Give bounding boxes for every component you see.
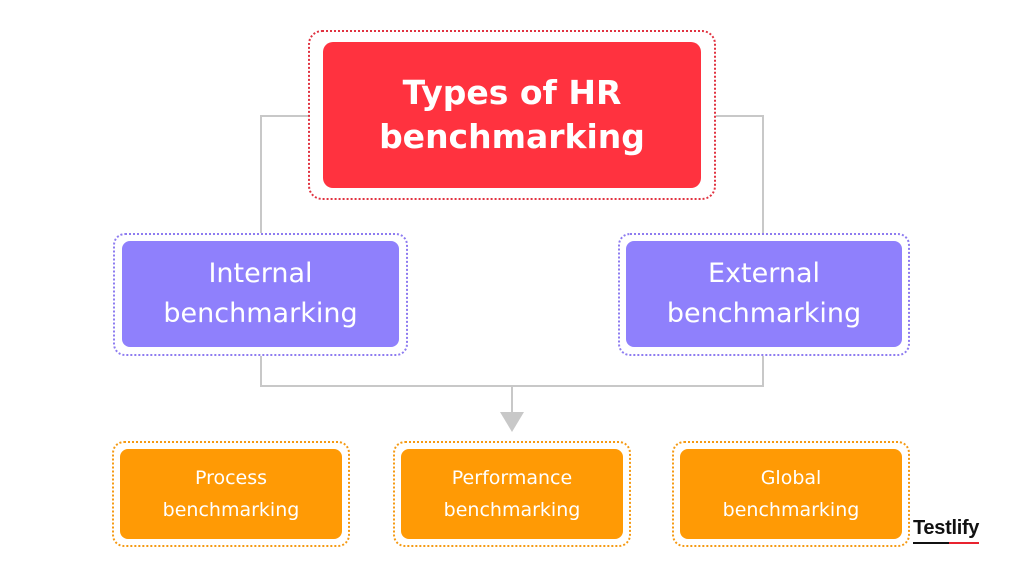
internal-benchmarking-label: Internal benchmarking bbox=[163, 258, 358, 329]
external-benchmarking-node: External benchmarking bbox=[626, 241, 902, 347]
process-benchmarking-node: Process benchmarking bbox=[120, 449, 342, 539]
categories-to-types-connector bbox=[260, 356, 764, 414]
root-node-frame bbox=[308, 30, 716, 200]
performance-node-frame bbox=[393, 441, 631, 547]
performance-benchmarking-node: Performance benchmarking bbox=[401, 449, 623, 539]
brand-logo: Testlify bbox=[913, 517, 979, 540]
global-node-frame bbox=[672, 441, 910, 547]
process-benchmarking-label: Process benchmarking bbox=[162, 467, 300, 521]
brand-underline-accent bbox=[913, 542, 979, 544]
internal-node-frame bbox=[113, 233, 408, 356]
root-to-categories-connector bbox=[260, 115, 764, 233]
down-arrow-icon bbox=[500, 412, 524, 432]
internal-benchmarking-node: Internal benchmarking bbox=[122, 241, 399, 347]
global-benchmarking-label: Global benchmarking bbox=[722, 467, 860, 521]
external-node-frame bbox=[618, 233, 910, 356]
process-node-frame bbox=[112, 441, 350, 547]
external-benchmarking-label: External benchmarking bbox=[666, 258, 862, 329]
performance-benchmarking-label: Performance benchmarking bbox=[443, 467, 581, 521]
root-node: Types of HR benchmarking bbox=[323, 42, 701, 188]
global-benchmarking-node: Global benchmarking bbox=[680, 449, 902, 539]
root-node-label: Types of HR benchmarking bbox=[379, 73, 645, 156]
brand-name: Testlify bbox=[913, 517, 980, 539]
